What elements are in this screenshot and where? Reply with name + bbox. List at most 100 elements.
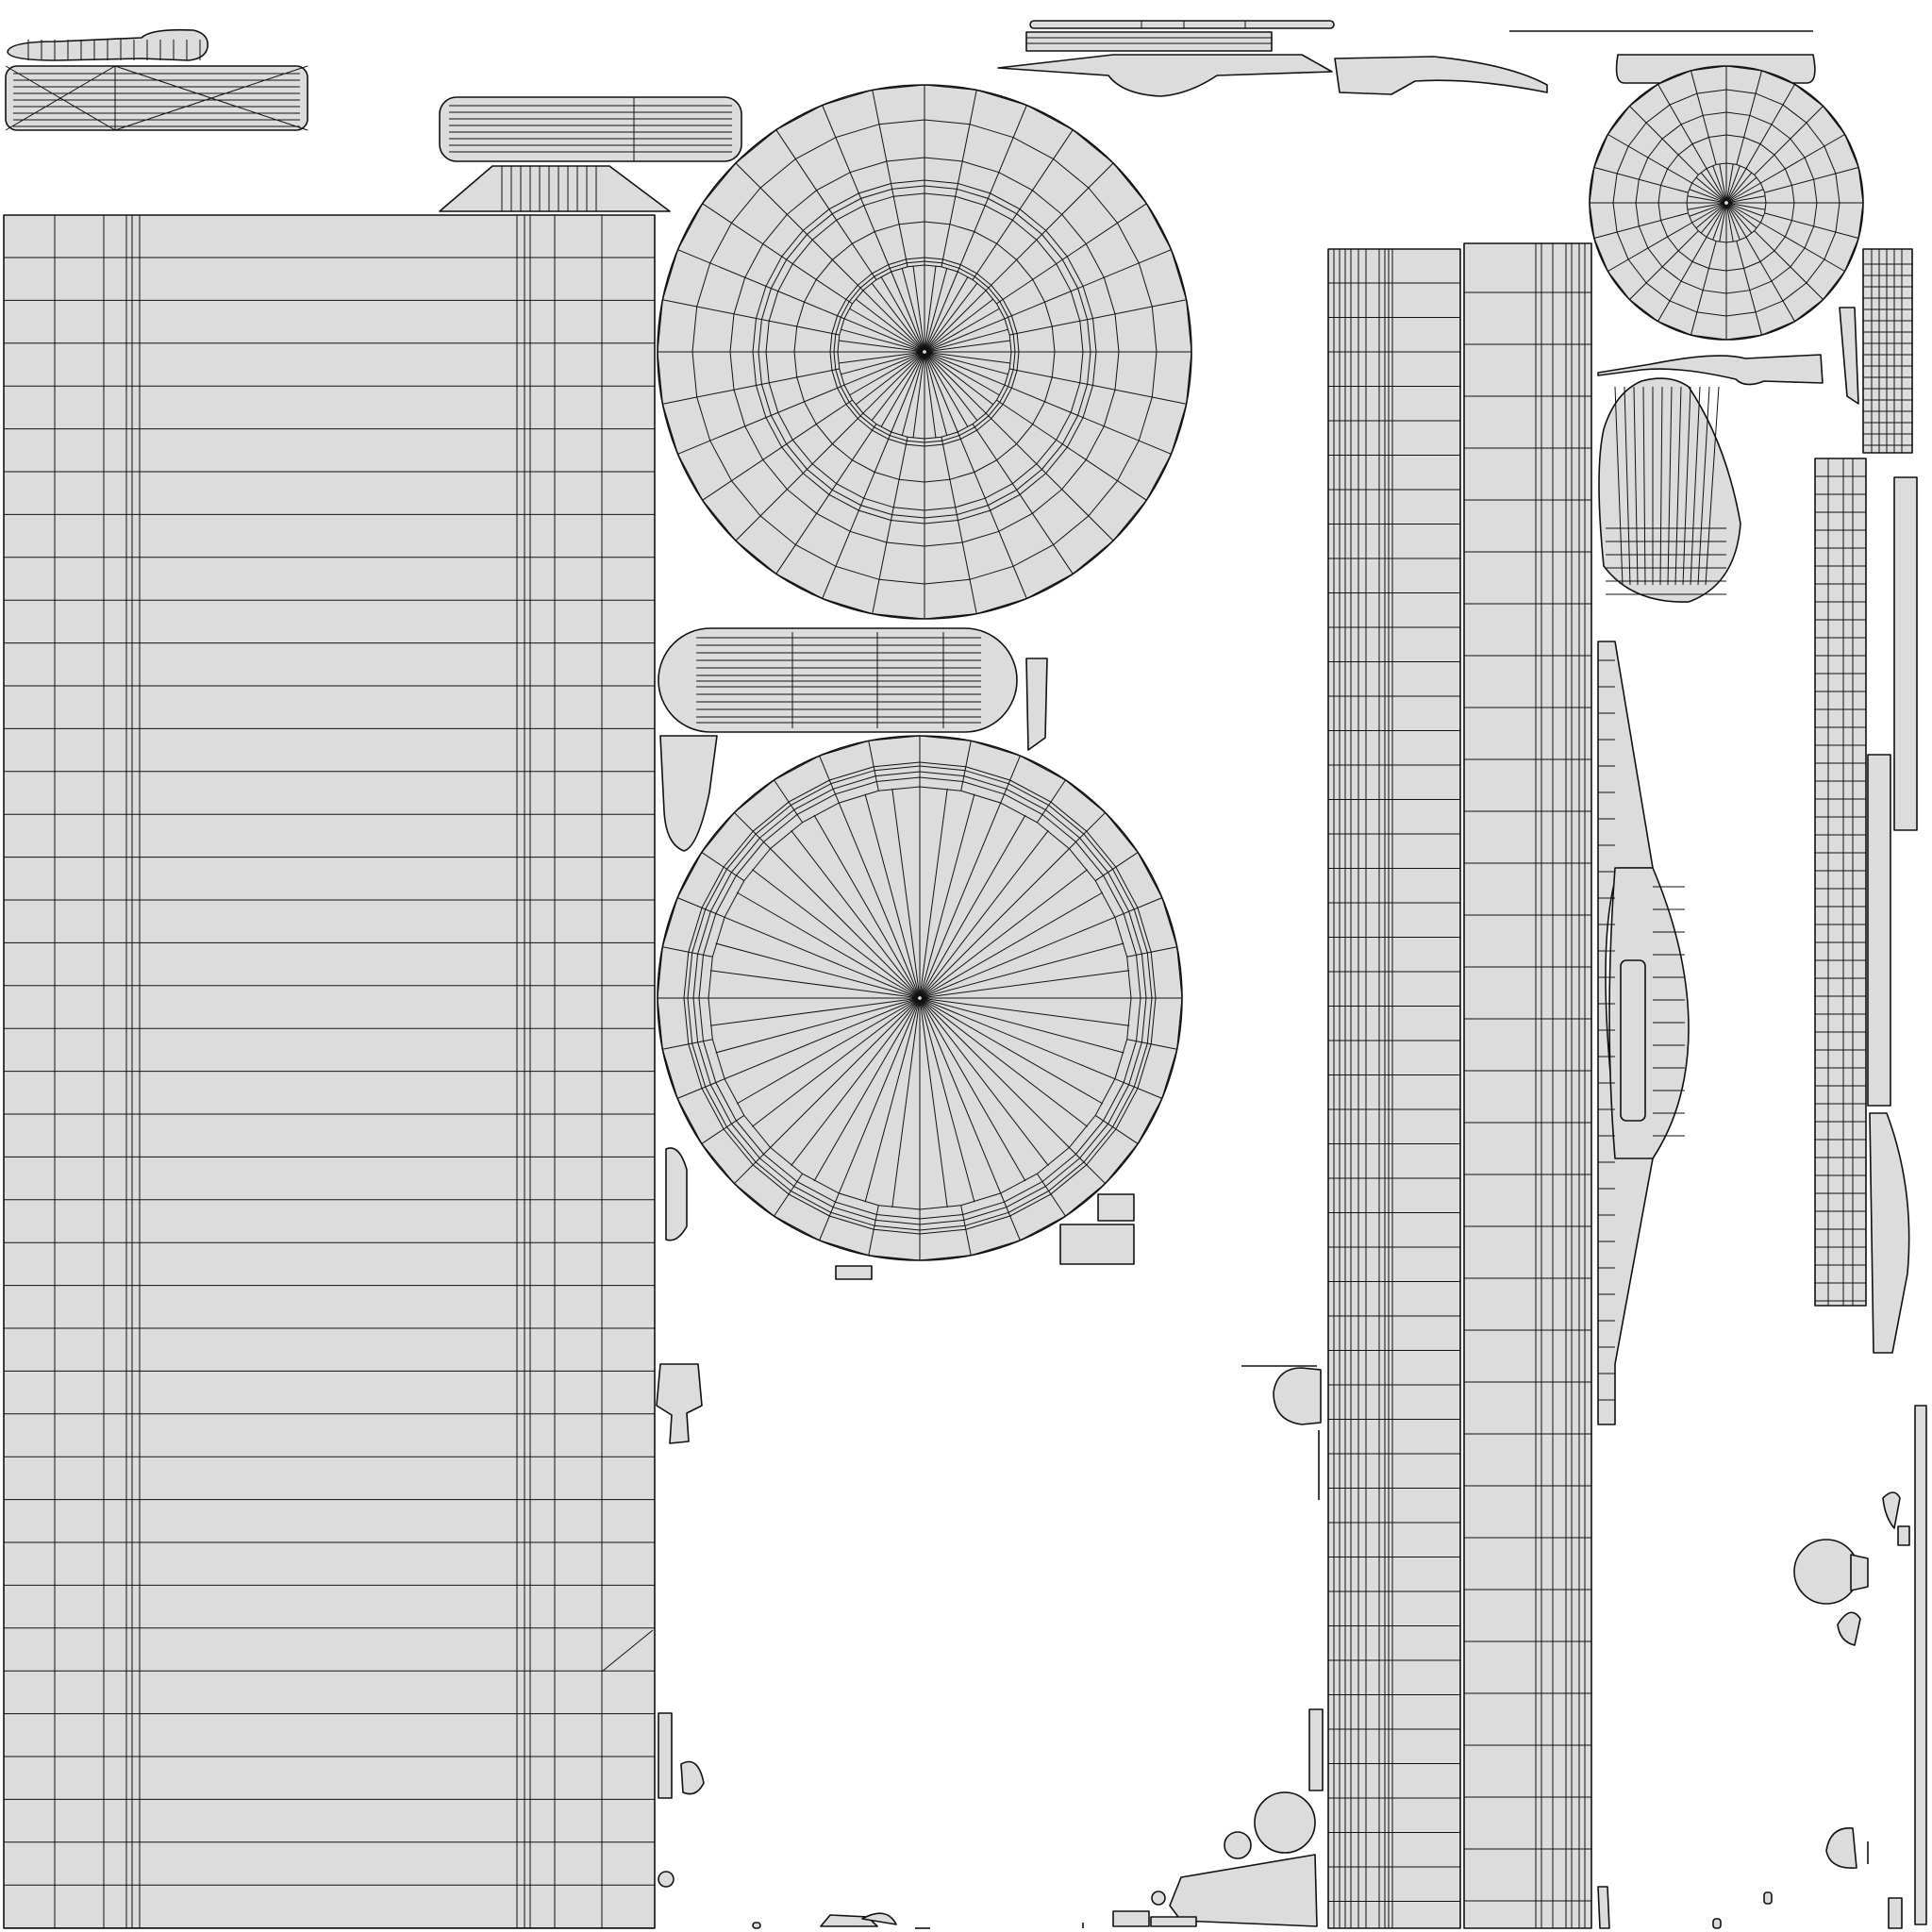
wire-edge <box>1659 386 1663 586</box>
wire-edge <box>925 352 1000 396</box>
wire-edge <box>919 788 948 997</box>
wire-edge <box>775 129 877 280</box>
capsule-island <box>439 96 742 162</box>
wire-edge <box>1037 1173 1066 1217</box>
wire-edge <box>880 353 924 427</box>
wire-edge <box>919 999 948 1208</box>
wire-edge <box>972 424 1074 575</box>
wire-edge <box>1727 182 1761 203</box>
wire-edge <box>920 829 1049 997</box>
wire-edge <box>925 340 1011 353</box>
wire-edge <box>1682 386 1691 586</box>
wire-edge <box>891 788 921 997</box>
wire-edge <box>838 340 924 353</box>
wire-edge <box>724 998 919 1080</box>
wire-edge <box>871 353 924 422</box>
wire-edge <box>1009 368 1187 405</box>
wire-edge <box>1726 204 1740 241</box>
wire-edge <box>838 999 920 1194</box>
wire-edge <box>920 999 1002 1194</box>
wire-edge <box>736 998 919 1105</box>
wire-edge <box>813 999 920 1182</box>
wire-edge <box>1706 168 1726 202</box>
wire-edge <box>920 814 1026 997</box>
wire-edge <box>985 162 1114 291</box>
wire-edge <box>1674 386 1682 586</box>
wire-edge <box>849 308 924 352</box>
wire-edge <box>925 298 994 352</box>
top-plate-island <box>997 20 1813 97</box>
wire-edge <box>734 1147 771 1184</box>
wire-edge <box>813 814 920 997</box>
small-pieces-island <box>656 735 1910 1929</box>
wire-edge <box>1726 204 1753 234</box>
wire-edge <box>891 353 924 433</box>
tapered-fin-island <box>1334 56 1859 405</box>
wire-edge <box>1727 176 1757 203</box>
wire-edge <box>1114 1078 1163 1099</box>
wire-edge <box>925 352 1008 375</box>
wire-edge <box>1633 386 1639 586</box>
wire-edge <box>677 249 845 320</box>
wire-edge <box>855 352 924 406</box>
wire-edge <box>734 812 771 849</box>
wire-edge <box>921 869 1089 998</box>
wire-edge <box>1719 204 1727 242</box>
wire-edge <box>868 741 879 791</box>
wire-edge <box>921 942 1124 998</box>
wire-edge <box>872 437 908 614</box>
wire-edge <box>822 105 892 273</box>
wire-edge <box>736 891 919 998</box>
wire-edge <box>1727 203 1764 217</box>
wire-edge <box>1629 106 1699 175</box>
wire-edge <box>677 384 845 455</box>
wire-edge <box>1689 189 1725 203</box>
wire-edge <box>1094 852 1139 881</box>
wire-edge <box>921 916 1116 998</box>
wire-edge <box>1719 163 1727 202</box>
wire-edge <box>864 793 920 997</box>
tall-strip-left-island <box>1327 248 1461 1929</box>
wire-edge <box>1697 386 1710 586</box>
wire-edge <box>1690 241 1717 336</box>
rounded-cap-island <box>658 627 1048 751</box>
wire-edge <box>1691 203 1725 224</box>
wire-edge <box>1727 203 1761 224</box>
wire-edge <box>941 437 977 614</box>
wire-edge <box>924 353 948 436</box>
wire-edge <box>1754 106 1824 175</box>
wire-edge <box>921 848 1070 997</box>
wire-edge <box>1629 230 1699 300</box>
wire-edge <box>662 368 840 405</box>
wire-edge <box>1690 70 1717 165</box>
wire-edge <box>925 352 1006 386</box>
wire-edge <box>924 282 978 351</box>
wire-edge <box>1009 299 1187 336</box>
wire-edge <box>1726 172 1753 202</box>
wire-edge <box>1745 237 1795 322</box>
wire-edge <box>1700 204 1726 234</box>
wire-edge <box>841 328 924 352</box>
wire-edge <box>702 399 853 501</box>
wire-edge <box>1000 755 1021 804</box>
wire-edge <box>1037 779 1066 824</box>
wire-edge <box>925 353 987 414</box>
wire-edge <box>925 318 1006 352</box>
wire-edge <box>920 999 975 1203</box>
wire-edge <box>1000 1192 1021 1241</box>
wire-edge <box>1700 172 1726 202</box>
wire-edge <box>924 353 937 439</box>
wire-edge <box>1726 168 1747 202</box>
wire-edge <box>921 998 1089 1127</box>
wire-edge <box>701 1115 745 1144</box>
wire-edge <box>1657 237 1707 322</box>
wire-edge <box>960 741 972 791</box>
wire-edge <box>1607 134 1692 184</box>
wire-edge <box>1607 222 1692 272</box>
small-disc-island <box>1589 54 1864 341</box>
wire-edge <box>871 282 924 351</box>
wire-edge <box>920 999 1049 1167</box>
wire-edge <box>996 203 1147 305</box>
wire-edge <box>775 424 877 575</box>
